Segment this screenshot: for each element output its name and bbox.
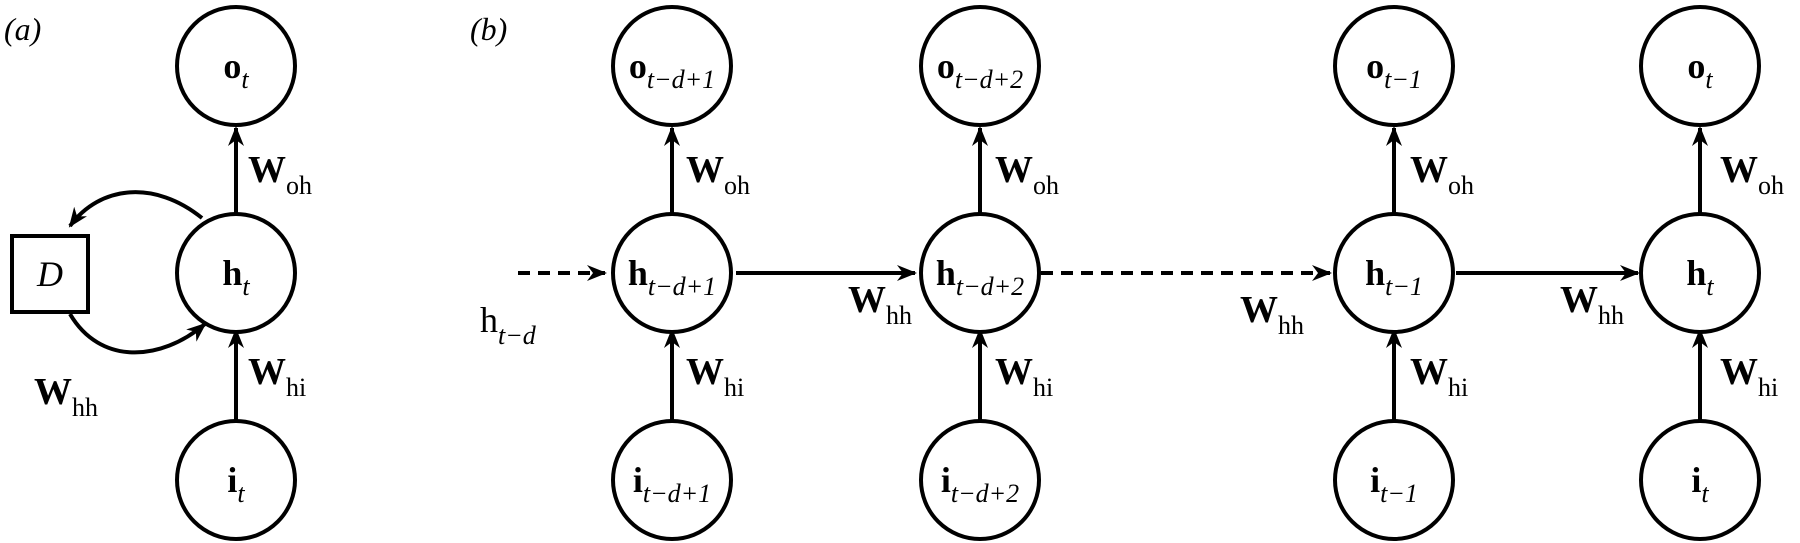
col3-input-label: it−1 — [1370, 460, 1418, 508]
col2-weight-oh: Woh — [995, 149, 1059, 200]
col4-input-node — [1639, 419, 1761, 541]
col4-output-label: ot — [1687, 46, 1713, 94]
col1-input-label: it−d+1 — [633, 460, 711, 508]
node-hidden — [175, 212, 297, 334]
column-2: ot−d+2 ht−d+2 it−d+2 Woh Whi — [919, 5, 1059, 541]
panel-a: (a) ot ht it D Woh Whi Whh — [4, 5, 312, 541]
col3-input-node — [1333, 419, 1455, 541]
column-3: ot−1 ht−1 it−1 Woh Whi — [1333, 5, 1474, 541]
col2-hidden-node — [919, 212, 1041, 334]
col4-output-node — [1639, 5, 1761, 127]
col2-output-label: ot−d+2 — [937, 46, 1023, 94]
weight-label-hi: Whi — [248, 351, 306, 402]
col2-input-label: it−d+2 — [941, 460, 1019, 508]
col1-weight-hi: Whi — [686, 351, 744, 402]
node-output-label: ot — [223, 46, 249, 94]
col4-hidden-label: ht — [1686, 253, 1714, 301]
weight-label-hh: Whh — [34, 371, 98, 422]
col4-weight-oh: Woh — [1720, 149, 1784, 200]
node-hidden-label: ht — [222, 253, 250, 301]
column-4: ot ht it Woh Whi — [1639, 5, 1784, 541]
col1-hidden-node — [611, 212, 733, 334]
col2-weight-hi: Whi — [995, 351, 1053, 402]
col1-output-node — [611, 5, 733, 127]
panel-b: (b) ht−d Whh Whh Whh ot−d+1 ht−d+1 it−d+… — [470, 5, 1784, 541]
col4-input-label: it — [1691, 460, 1709, 508]
col2-input-node — [919, 419, 1041, 541]
node-input-label: it — [227, 460, 245, 508]
col4-weight-hi: Whi — [1720, 351, 1778, 402]
col1-weight-oh: Woh — [686, 149, 750, 200]
delay-label: D — [36, 254, 63, 294]
node-input — [175, 419, 297, 541]
col3-output-label: ot−1 — [1366, 46, 1422, 94]
edge-delay-to-hidden — [68, 312, 207, 355]
col4-hidden-node — [1639, 212, 1761, 334]
weight-label-hh-1: Whh — [848, 279, 912, 330]
col3-weight-hi: Whi — [1410, 351, 1468, 402]
col1-input-node — [611, 419, 733, 541]
weight-label-hh-3: Whh — [1560, 279, 1624, 330]
col2-output-node — [919, 5, 1041, 127]
col3-hidden-label: ht−1 — [1365, 253, 1423, 301]
col1-output-label: ot−d+1 — [629, 46, 715, 94]
weight-label-oh: Woh — [248, 149, 312, 200]
panel-a-label: (a) — [4, 11, 41, 47]
col2-hidden-label: ht−d+2 — [936, 253, 1024, 301]
delay-box — [10, 234, 90, 314]
incoming-hidden-label: ht−d — [480, 300, 537, 350]
edge-hidden-to-delay — [68, 190, 204, 228]
col1-hidden-label: ht−d+1 — [628, 253, 716, 301]
column-1: ot−d+1 ht−d+1 it−d+1 Woh Whi — [611, 5, 750, 541]
col3-hidden-node — [1333, 212, 1455, 334]
weight-label-hh-2: Whh — [1240, 289, 1304, 340]
col3-output-node — [1333, 5, 1455, 127]
col3-weight-oh: Woh — [1410, 149, 1474, 200]
panel-b-label: (b) — [470, 11, 507, 47]
node-output — [175, 5, 297, 127]
